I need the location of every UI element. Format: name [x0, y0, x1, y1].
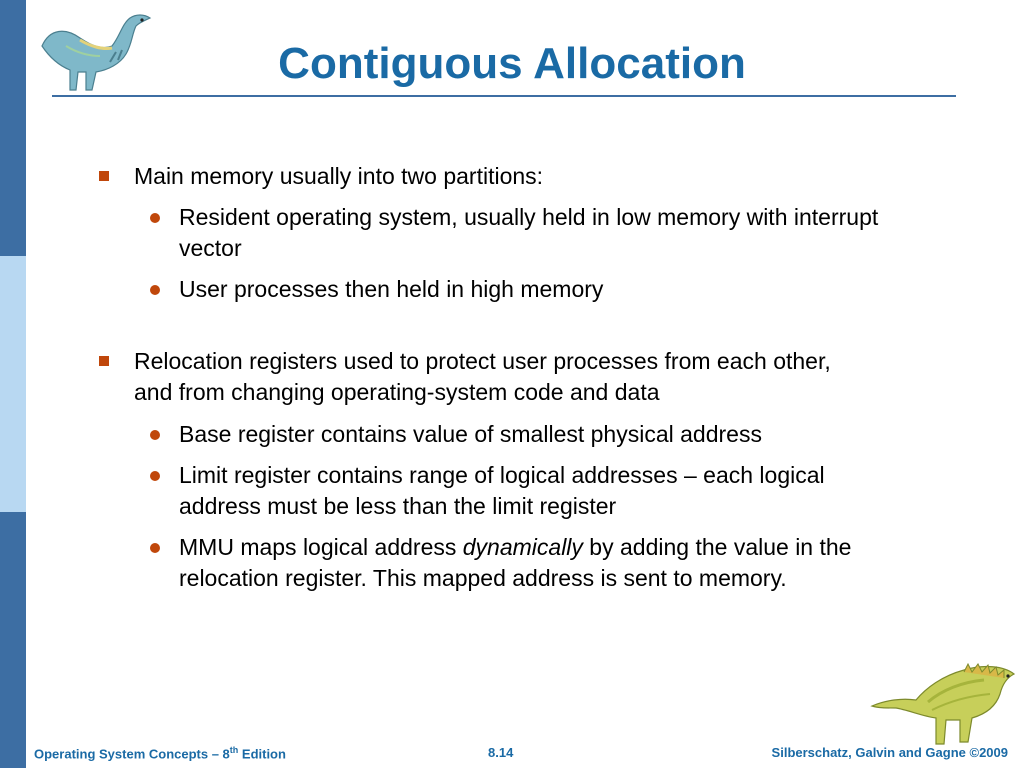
- sub-bullet-text: User processes then held in high memory: [179, 276, 604, 302]
- sub-bullet-text: Limit register contains range of logical…: [179, 462, 825, 519]
- sidebar-bottom-band: [0, 512, 26, 768]
- bullet-text: Main memory usually into two partitions:: [134, 163, 544, 189]
- round-bullet-icon: [150, 213, 160, 223]
- sub-bullet-text: Resident operating system, usually held …: [179, 204, 879, 261]
- emphasis-text: dynamically: [462, 534, 583, 560]
- footer-edition: Edition: [238, 746, 286, 762]
- dinosaur-icon: [870, 662, 1016, 745]
- sidebar-top-band: [0, 0, 26, 256]
- square-bullet-icon: [99, 171, 109, 181]
- slide-number: 8.14: [488, 745, 514, 760]
- side-bar: [0, 0, 26, 768]
- sidebar-middle-band: [0, 256, 26, 512]
- slide-title: Contiguous Allocation: [278, 39, 746, 88]
- round-bullet-icon: [150, 430, 160, 440]
- footer-authors: Silberschatz, Galvin and Gagne ©2009: [771, 745, 1008, 760]
- round-bullet-icon: [150, 543, 160, 553]
- title-divider: [52, 95, 956, 97]
- footer-superscript: th: [229, 745, 239, 755]
- footer-course-title: Operating System Concepts – 8th Edition: [34, 745, 286, 761]
- bullet-text: Relocation registers used to protect use…: [134, 348, 831, 405]
- round-bullet-icon: [150, 471, 160, 481]
- sub-bullet-text: MMU maps logical address dynamically by …: [179, 532, 879, 594]
- sub-bullet-text: Base register contains value of smallest…: [179, 421, 762, 447]
- sub-bullet-text-start: MMU maps logical address: [179, 534, 463, 560]
- dinosaur-icon: [41, 14, 152, 91]
- round-bullet-icon: [150, 285, 160, 295]
- sub-bullet-text-end: by adding the value in the relocation re…: [179, 534, 852, 591]
- footer-course-name: Operating System Concepts – 8: [34, 746, 230, 762]
- square-bullet-icon: [99, 356, 109, 366]
